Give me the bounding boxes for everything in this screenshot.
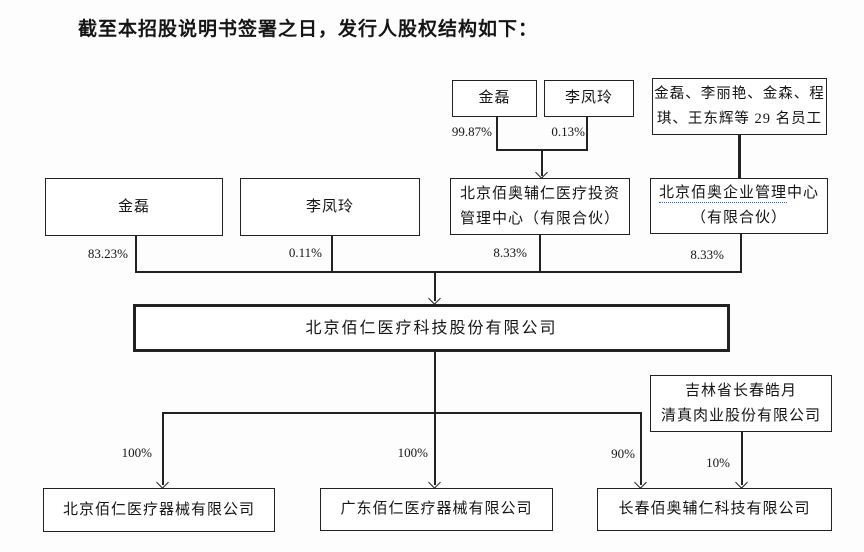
node-jinlei-top: 金磊	[452, 80, 537, 117]
pct-lifengling-to-furen: 0.13%	[551, 124, 585, 139]
arrowhead-to-changchun	[634, 476, 647, 489]
plain-text: 中心	[787, 185, 820, 201]
arrowhead-to-guangdong	[428, 476, 441, 489]
node-baiao-furen: 北京佰奥辅仁医疗投资 管理中心（有限合伙）	[450, 178, 630, 235]
node-label-line2: 琪、王东辉等 29 名员工	[656, 110, 823, 127]
node-label-line2: （有限合伙）	[690, 210, 787, 226]
connector-row2-horizontal	[135, 271, 742, 273]
node-label: 北京佰仁医疗科技股份有限公司	[305, 319, 558, 337]
connector-arrow-to-beijing	[162, 412, 164, 485]
connector-lifengling-top-down	[586, 117, 588, 150]
node-label: 北京佰仁医疗器械有限公司	[62, 501, 255, 518]
node-label: 长春佰奥辅仁科技有限公司	[618, 501, 811, 517]
node-label-line1: 吉林省长春皓月	[684, 382, 797, 399]
node-haoyue: 吉林省长春皓月 清真肉业股份有限公司	[650, 375, 832, 432]
node-employees: 金磊、李丽艳、金森、程 琪、王东辉等 29 名员工	[652, 78, 827, 135]
node-label-line2: 清真肉业股份有限公司	[660, 407, 821, 424]
node-label: 李凤玲	[564, 90, 613, 106]
connector-lifengling-down	[331, 236, 333, 272]
pct-issuer-to-beijing: 100%	[121, 445, 152, 460]
node-label: 李凤玲	[305, 198, 354, 215]
connector-employees-to-mgmt	[738, 135, 741, 178]
pct-issuer-to-changchun: 90%	[611, 446, 635, 461]
node-label: 金磊	[478, 90, 511, 106]
pct-furen-to-issuer: 8.33%	[493, 245, 527, 260]
node-label-line1: 北京佰奥辅仁医疗投资	[459, 185, 620, 202]
connector-arrow-to-furen	[541, 149, 543, 176]
arrowhead-to-beijing	[156, 476, 169, 489]
node-jinlei: 金磊	[45, 178, 223, 236]
node-lifengling: 李凤玲	[240, 178, 420, 236]
connector-jinlei-down	[135, 236, 137, 272]
connector-row3-horizontal	[162, 412, 642, 414]
arrowhead-haoyue-to-changchun	[735, 476, 748, 489]
node-label-line2: 管理中心（有限合伙）	[459, 210, 620, 227]
pct-mgmt-to-issuer: 8.33%	[690, 247, 724, 262]
pct-issuer-to-guangdong: 100%	[397, 445, 428, 460]
node-guangdong-bairen: 广东佰仁医疗器械有限公司	[320, 488, 553, 531]
pct-jinlei-to-furen: 99.87%	[451, 124, 492, 139]
connector-arrow-to-issuer	[434, 271, 436, 301]
pct-haoyue-to-changchun: 10%	[706, 455, 730, 470]
node-issuer: 北京佰仁医疗科技股份有限公司	[133, 304, 730, 352]
node-label: 金磊	[117, 198, 150, 215]
arrowhead-to-furen	[535, 166, 548, 179]
arrowhead-to-issuer	[428, 292, 441, 305]
node-label-line1: 北京佰奥企业管理中心	[658, 181, 820, 206]
connector-mgmt-down	[740, 234, 742, 272]
underlined-text: 北京佰奥企业管理	[658, 185, 787, 203]
connector-issuer-down	[434, 352, 436, 413]
node-changchun-baiao: 长春佰奥辅仁科技有限公司	[597, 488, 832, 531]
node-beijing-bairen: 北京佰仁医疗器械有限公司	[43, 488, 275, 532]
connector-arrow-to-changchun	[640, 412, 642, 485]
node-label: 广东佰仁医疗器械有限公司	[340, 501, 533, 517]
node-label-line1: 金磊、李丽艳、金森、程	[654, 85, 825, 102]
pct-lifengling-to-issuer: 0.11%	[288, 245, 322, 260]
connector-haoyue-to-changchun	[741, 432, 743, 485]
connector-jinlei-top-down	[496, 117, 498, 150]
diagram-title: 截至本招股说明书签署之日，发行人股权结构如下：	[78, 19, 539, 40]
pct-jinlei-to-issuer: 83.23%	[87, 246, 128, 261]
connector-arrow-to-guangdong	[434, 412, 436, 485]
node-lifengling-top: 李凤玲	[544, 80, 634, 117]
connector-furen-down	[539, 235, 541, 272]
node-baiao-mgmt: 北京佰奥企业管理中心 （有限合伙）	[650, 178, 828, 234]
